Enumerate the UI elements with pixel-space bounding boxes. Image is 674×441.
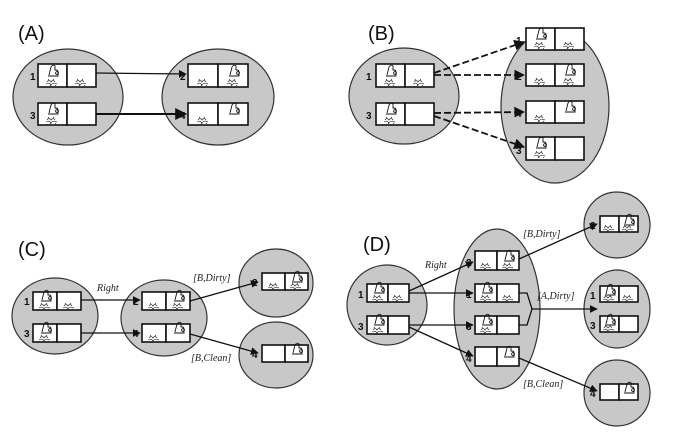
state-number: 4 [590,389,596,400]
panel-label-a: (A) [18,23,45,45]
state-number: 1 [516,36,522,47]
state-number: 2 [516,72,522,83]
world-state-b-3 [375,102,435,126]
world-state-b-r1 [525,27,585,51]
state-number: 1 [366,72,372,83]
world-state-d-mid-3 [599,313,639,333]
state-number: 3 [366,111,372,122]
world-state-c-4 [141,321,191,343]
world-state-d-3 [366,313,410,335]
world-state-c-1 [32,289,82,311]
world-state-b-r4 [525,136,585,161]
arrow-d-b-dirty [518,223,598,260]
world-state-c-dirty-2 [261,270,309,291]
world-state-d-mid-1 [599,283,639,303]
world-state-d-bottom-4 [599,381,639,401]
world-state-b-1 [375,63,435,88]
state-number: 1 [590,291,596,302]
arrow-c-b-dirty [189,280,259,302]
world-state-d-1 [366,281,410,303]
panel-label-c: (C) [18,239,46,261]
state-number: 1 [30,72,36,83]
world-state-d-m1 [474,281,520,303]
state-number: 2 [133,297,139,308]
arrow-b-1-1 [433,40,526,74]
edge-label-right: Right [424,260,447,271]
state-number: 1 [358,290,364,301]
state-number: 3 [24,329,30,340]
arrow-b-3-3 [433,115,526,149]
arrow-c-b-clean [189,333,259,355]
world-state-c-2 [141,289,191,311]
world-state-d-m2 [474,249,520,271]
belief-state-b-left [348,47,460,145]
state-number: 4 [252,350,258,361]
arrow-d-3-4 [408,326,474,357]
state-number: 3 [466,322,472,333]
world-state-b-r3 [525,100,585,124]
world-state-a-1 [37,63,97,88]
arrow-a-1-2 [95,70,187,78]
world-state-a-4 [187,102,249,126]
state-number: 1 [24,297,30,308]
edge-label-b-clean: [B,Clean] [191,353,231,364]
world-state-c-clean-4 [261,342,309,363]
state-number: 3 [590,321,596,332]
edge-label-right: Right [96,283,119,294]
arrow-d-1-2 [408,261,474,292]
edge-label-b-clean: [B,Clean] [523,379,563,390]
world-state-b-r2 [525,63,585,87]
world-state-a-2 [187,63,249,88]
world-state-d-m3 [474,313,520,335]
panel-label-b: (B) [368,23,395,45]
world-state-d-top-2 [599,213,639,233]
arrow-b-3-4 [433,106,526,118]
world-state-c-3 [32,321,82,343]
edge-label-b-dirty: [B,Dirty] [523,229,561,240]
state-number: 4 [516,109,522,120]
world-state-d-m4 [474,345,520,367]
state-number: 3 [516,146,522,157]
panel-label-d: (D) [363,234,391,256]
edge-label-a-dirty: [A,Dirty] [537,291,575,302]
arrow-d-a-dirty [519,292,597,326]
world-state-a-3 [37,102,97,126]
state-number: 4 [180,111,186,122]
state-number: 3 [358,322,364,333]
state-number: 4 [133,329,139,340]
state-number: 4 [466,354,472,365]
state-number: 1 [466,290,472,301]
edge-label-b-dirty: [B,Dirty] [193,273,231,284]
state-number: 3 [30,111,36,122]
arrow-d-b-clean [518,357,598,392]
